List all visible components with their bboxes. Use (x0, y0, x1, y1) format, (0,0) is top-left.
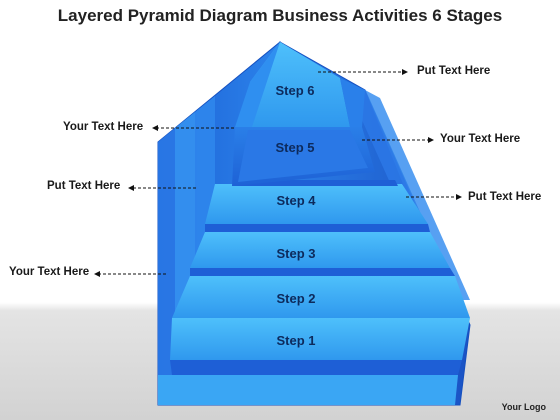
arrow-left-2 (128, 185, 134, 191)
step-6-left-side (235, 42, 280, 127)
step-label-1: Step 1 (276, 333, 315, 348)
arrow-right-1 (428, 137, 434, 143)
left-terrace-1 (158, 128, 175, 405)
arrow-left-1 (152, 125, 158, 131)
step-label-2: Step 2 (276, 291, 315, 306)
arrow-right-2 (456, 194, 462, 200)
callout-right-2: Put Text Here (468, 191, 542, 203)
step-band-1 (170, 318, 470, 360)
step-6-side (340, 78, 365, 127)
step-band-3 (190, 232, 450, 268)
step-band-4 (205, 184, 428, 224)
step-band-2 (172, 276, 470, 318)
step-label-3: Step 3 (276, 246, 315, 261)
leader-lines (94, 69, 462, 277)
arrow-top-right (402, 69, 408, 75)
step-riser-3 (205, 224, 430, 232)
callout-left-2: Put Text Here (47, 180, 121, 192)
callout-top-right: Put Text Here (417, 65, 491, 77)
step-riser-2 (190, 268, 455, 276)
step-band-5-face (238, 130, 368, 182)
right-terrace-1 (365, 90, 470, 300)
callout-right-1: Your Text Here (440, 133, 521, 145)
logo-text: Your Logo (501, 402, 546, 412)
page-title: Layered Pyramid Diagram Business Activit… (57, 6, 503, 25)
step-band-0 (158, 375, 458, 405)
step-riser-1 (170, 360, 462, 375)
step-label-5: Step 5 (275, 140, 314, 155)
arrow-left-3 (94, 271, 100, 277)
step-label-4: Step 4 (276, 193, 316, 208)
callout-left-3: Your Text Here (9, 266, 90, 278)
step-label-6: Step 6 (275, 83, 314, 98)
step-band-6 (250, 42, 350, 127)
callout-left-1: Your Text Here (63, 121, 144, 133)
